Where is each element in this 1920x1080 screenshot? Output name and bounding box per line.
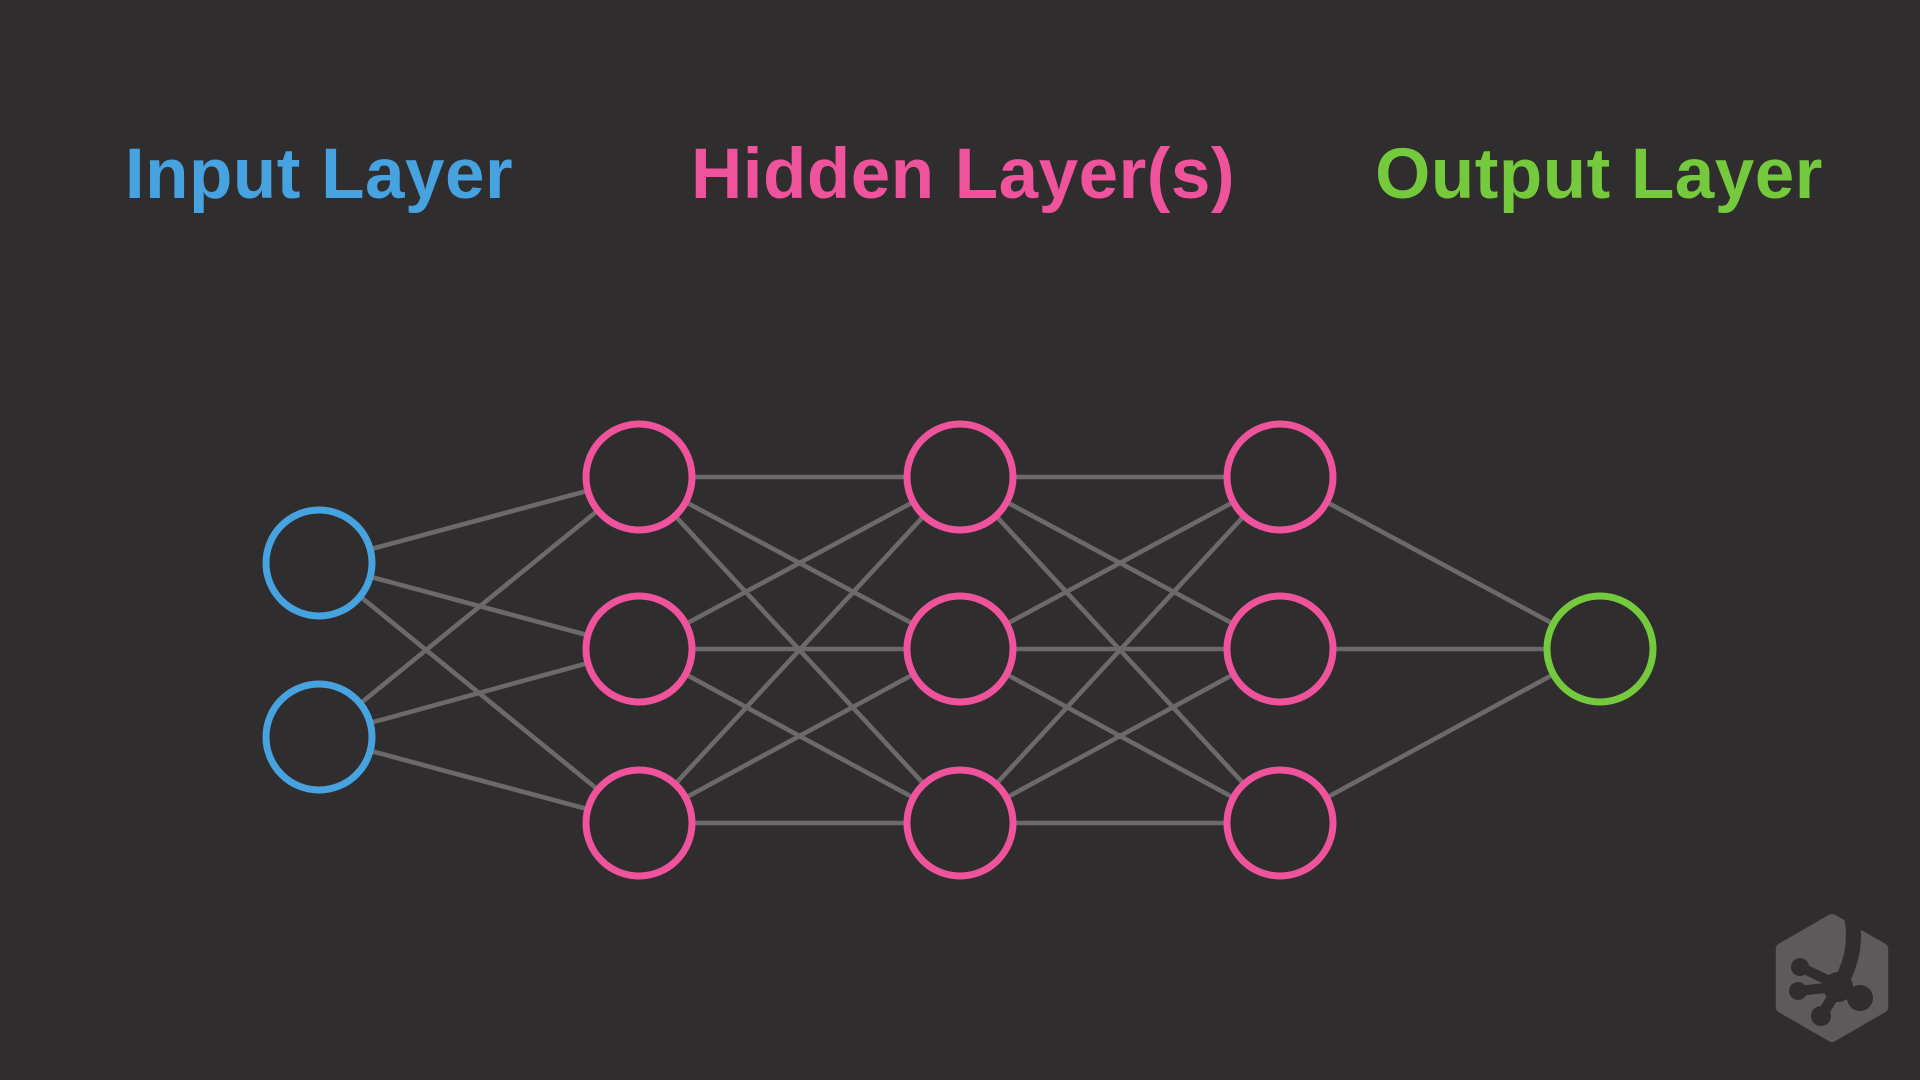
connection-line-input-to-hidden-1 xyxy=(317,475,641,739)
hidden-2-node-3 xyxy=(903,766,1017,880)
connection-line-hidden-1-to-hidden-2 xyxy=(637,646,962,826)
connection-line-hidden-3-to-output xyxy=(1278,474,1602,652)
connection-line-hidden-2-to-hidden-3 xyxy=(958,474,1282,652)
hidden-3-node-1 xyxy=(1223,420,1337,534)
input-node-1 xyxy=(262,506,376,620)
treehouse-logo-icon xyxy=(1775,898,1889,1042)
connection-line-hidden-2-to-hidden-3 xyxy=(958,475,1282,825)
hidden-1-node-2 xyxy=(582,592,696,706)
hidden-1-node-1 xyxy=(582,420,696,534)
output-layer-label: Output Layer xyxy=(1375,135,1823,214)
hidden-3-node-3 xyxy=(1223,766,1337,880)
connection-line-hidden-2-to-hidden-3 xyxy=(958,646,1282,826)
hidden-layer-label: Hidden Layer(s) xyxy=(690,135,1236,214)
hidden-1-node-3 xyxy=(582,766,696,880)
network-nodes xyxy=(262,420,1657,880)
connection-line-hidden-1-to-hidden-2 xyxy=(637,474,962,652)
connection-line-hidden-3-to-output xyxy=(1278,646,1602,826)
output-node-1 xyxy=(1543,592,1657,706)
hidden-2-node-2 xyxy=(903,592,1017,706)
connection-line-hidden-1-to-hidden-2 xyxy=(637,475,962,825)
hidden-3-node-2 xyxy=(1223,592,1337,706)
logo-footprint-cutout xyxy=(1789,898,1873,1026)
input-layer-label: Input Layer xyxy=(124,135,514,214)
hidden-2-node-1 xyxy=(903,420,1017,534)
input-node-2 xyxy=(262,680,376,794)
